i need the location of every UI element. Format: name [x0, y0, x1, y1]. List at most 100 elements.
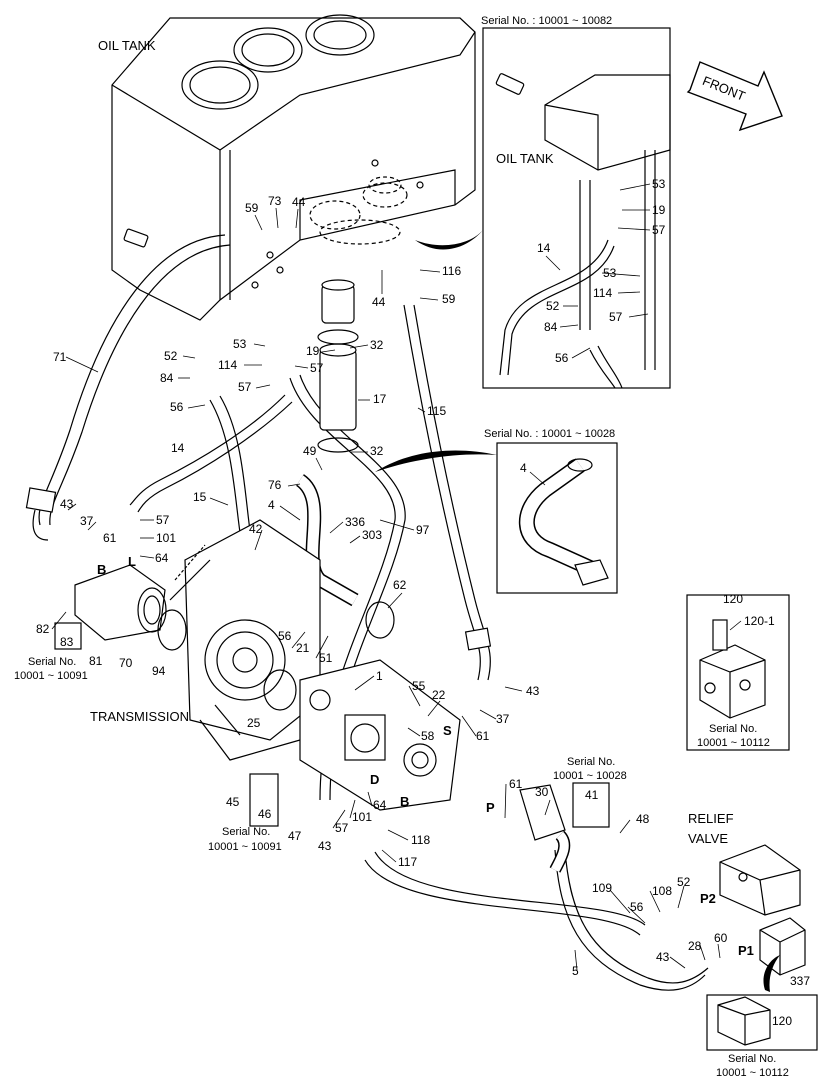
callout: 56 [630, 900, 644, 914]
callout: 62 [393, 578, 407, 592]
callout: 25 [247, 716, 261, 730]
callout: 109 [592, 881, 612, 895]
callout: 52 [546, 299, 560, 313]
callout: 59 [442, 292, 456, 306]
callout: 53 [233, 337, 247, 351]
callout: 64 [373, 798, 387, 812]
callout: 117 [398, 855, 417, 869]
callout: 53 [603, 266, 617, 280]
callout: 303 [362, 528, 382, 542]
callout: 101 [352, 810, 372, 824]
callout: 83 [60, 635, 74, 649]
callout: 84 [160, 371, 174, 385]
serial-right-box-2: 10001 ~ 10112 [697, 737, 770, 749]
port-p1: P1 [738, 943, 754, 958]
callout: 108 [652, 884, 672, 898]
serial-left-b-1: Serial No. [222, 826, 270, 838]
callout: 47 [288, 829, 302, 843]
callout: 56 [555, 351, 569, 365]
callout: 76 [268, 478, 282, 492]
port-l: L [128, 554, 136, 569]
callout: 44 [292, 195, 306, 209]
serial-inset-top: Serial No. : 10001 ~ 10082 [481, 15, 612, 27]
detail-connectors [375, 230, 780, 992]
callout: 120-1 [744, 614, 775, 628]
callout: 71 [53, 350, 67, 364]
callout: 15 [193, 490, 207, 504]
callout: 70 [119, 656, 133, 670]
transmission-label: TRANSMISSION [90, 709, 189, 724]
callout: 57 [156, 513, 170, 527]
serial-left-a-1: Serial No. [28, 656, 76, 668]
callout: 43 [60, 497, 74, 511]
callout: 57 [335, 821, 349, 835]
callout: 4 [520, 461, 527, 475]
callout: 43 [526, 684, 540, 698]
serial-labels: Serial No. : 10001 ~ 10082 Serial No. : … [14, 15, 789, 1079]
callout: 5 [572, 964, 579, 978]
callout: 57 [238, 380, 252, 394]
callout: 22 [432, 688, 446, 702]
port-b-left: B [97, 562, 106, 577]
callout: 336 [345, 515, 365, 529]
callout: 49 [303, 444, 317, 458]
port-p2: P2 [700, 891, 716, 906]
callout: 30 [535, 785, 549, 799]
callout: 41 [585, 788, 599, 802]
callout: 32 [370, 338, 384, 352]
callout: 14 [171, 441, 185, 455]
front-arrow [686, 61, 783, 132]
callout: 51 [319, 651, 333, 665]
callout: 46 [258, 807, 272, 821]
inset-pipe [496, 442, 618, 594]
callout: 94 [152, 664, 166, 678]
callout: 115 [427, 404, 446, 418]
serial-bottom-right-1: Serial No. [728, 1053, 776, 1065]
callout: 118 [411, 833, 430, 847]
callout: 57 [609, 310, 623, 324]
callout: 44 [372, 295, 386, 309]
relief-valve-label-1: RELIEF [688, 811, 734, 826]
callout: 43 [318, 839, 332, 853]
callout: 4 [268, 498, 275, 512]
callout-numbers: 59 73 44 116 44 59 53 19 32 52 114 57 84… [36, 177, 810, 1028]
callout: 58 [421, 729, 435, 743]
callout: 116 [442, 264, 461, 278]
callout: 73 [268, 194, 282, 208]
callout: 43 [656, 950, 670, 964]
callout: 59 [245, 201, 259, 215]
callout: 56 [278, 629, 292, 643]
oil-tank-label: OIL TANK [98, 38, 156, 53]
callout: 21 [296, 641, 310, 655]
callout: 32 [370, 444, 384, 458]
oil-tank-drawing [111, 14, 476, 321]
box-120 [686, 594, 790, 751]
leader-lines [51, 183, 742, 971]
port-d: D [370, 772, 379, 787]
callout: 42 [249, 522, 263, 536]
callout: 52 [164, 349, 178, 363]
inset-oil-tank [482, 27, 671, 389]
callout: 84 [544, 320, 558, 334]
callout: 101 [156, 531, 176, 545]
callout: 53 [652, 177, 666, 191]
callout: 57 [310, 361, 324, 375]
relief-valve-drawing [719, 844, 806, 976]
oil-tank-inset-label: OIL TANK [496, 151, 554, 166]
callout: 37 [496, 712, 510, 726]
callout: 52 [677, 875, 691, 889]
port-s: S [443, 723, 452, 738]
callout: 56 [170, 400, 184, 414]
callout: 82 [36, 622, 50, 636]
port-p: P [486, 800, 495, 815]
callout: 120 [772, 1014, 792, 1028]
callout: 37 [80, 514, 94, 528]
callout: 55 [412, 679, 426, 693]
callout: 17 [373, 392, 387, 406]
callout: 28 [688, 939, 702, 953]
callout: 60 [714, 931, 728, 945]
serial-inset-mid: Serial No. : 10001 ~ 10028 [484, 428, 615, 440]
callout: 57 [652, 223, 666, 237]
callout: 337 [790, 974, 810, 988]
